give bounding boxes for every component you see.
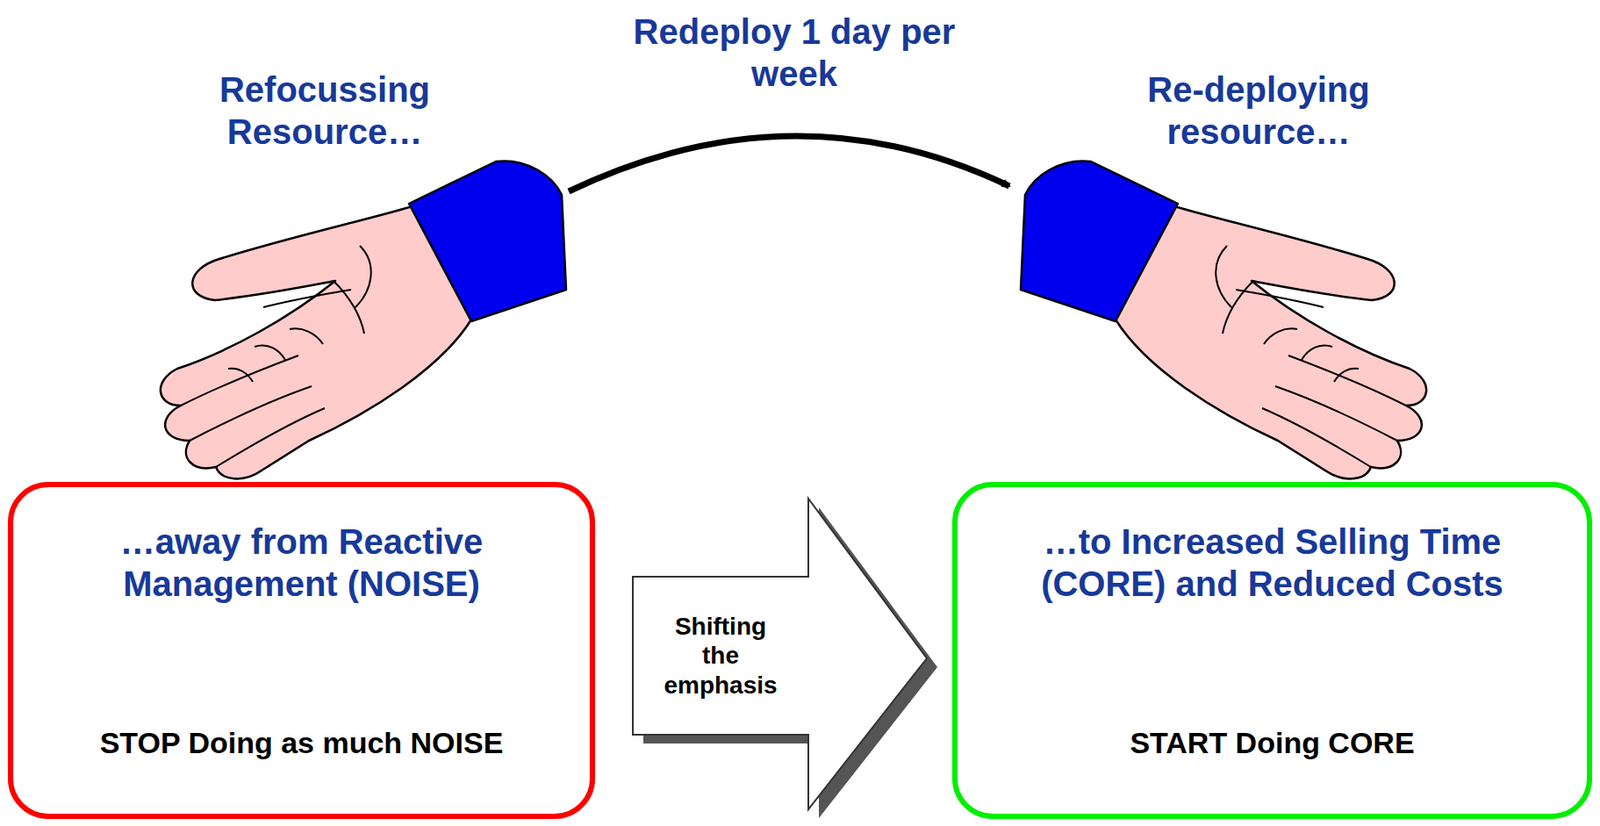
noise-box: …away from Reactive Management (NOISE) ST… (7, 481, 596, 819)
box-heading: …away from Reactive Management (NOISE) (73, 520, 531, 605)
arrow-text-inner: Shifting the emphasis (659, 611, 783, 701)
box-body: START Doing CORE (1129, 724, 1414, 761)
curved-arrow (568, 136, 1010, 192)
arrow-label: Redeploy 1 day per week (596, 10, 992, 95)
block-arrow: Shifting the emphasis (632, 495, 927, 822)
box-body: STOP Doing as much NOISE (100, 724, 504, 761)
block-arrow-shape (632, 495, 927, 822)
arrow-text: Shifting the emphasis (659, 576, 783, 735)
heading-label: Refocussing Resource… (184, 68, 466, 153)
heading-label: Re-deploying resource… (1109, 68, 1408, 153)
box-heading: …to Increased Selling Time (CORE) and Re… (991, 520, 1554, 605)
core-box: …to Increased Selling Time (CORE) and Re… (952, 481, 1593, 819)
